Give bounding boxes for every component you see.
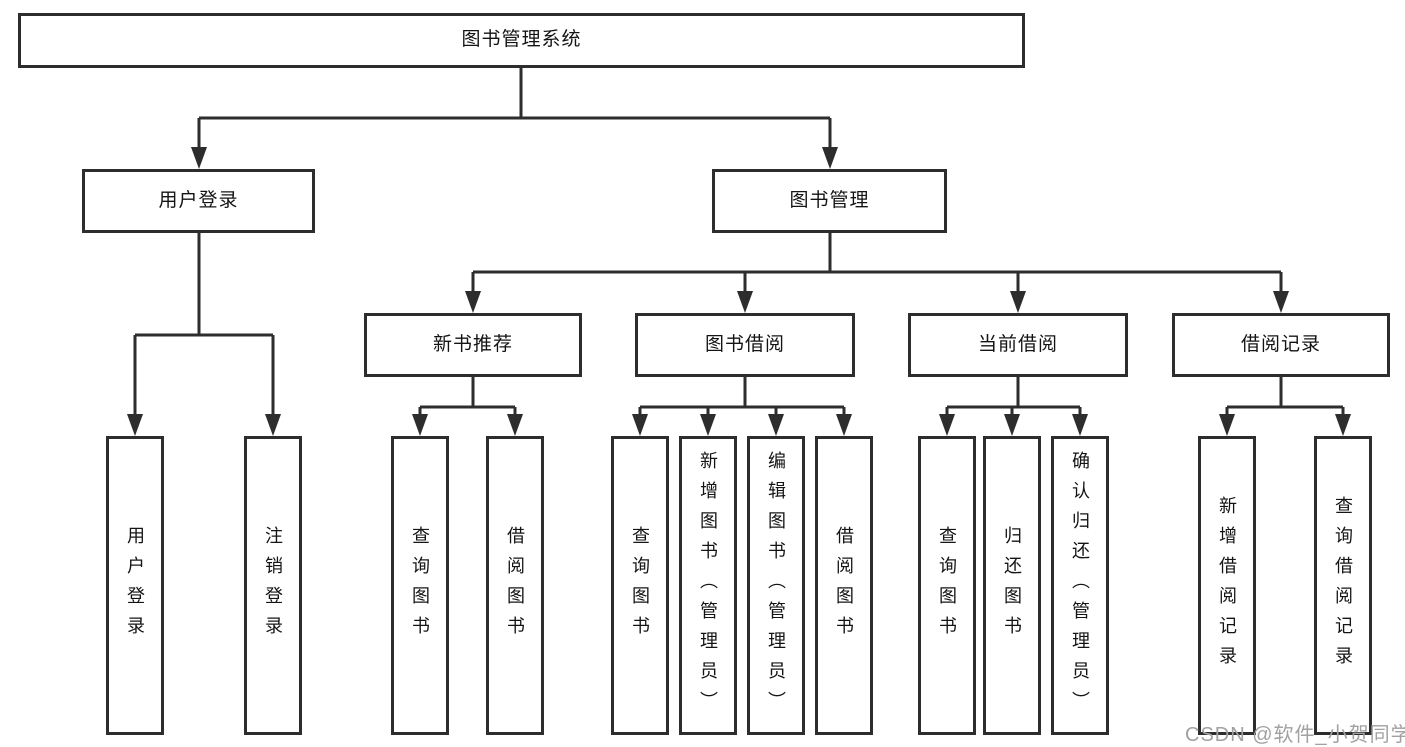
node-book-borrowing: 图书借阅 — [635, 313, 855, 377]
leaf-borrow-books-borrowing: 借阅图书 — [815, 436, 873, 735]
node-borrowing-records: 借阅记录 — [1172, 313, 1390, 377]
leaf-query-books-borrowing: 查询图书 — [611, 436, 669, 735]
node-library-management-system: 图书管理系统 — [18, 13, 1025, 68]
node-user-login: 用户登录 — [82, 169, 315, 233]
leaf-add-book-admin: 新增图书（管理员） — [679, 436, 737, 735]
node-new-book-recommend: 新书推荐 — [364, 313, 582, 377]
node-book-management: 图书管理 — [712, 169, 947, 233]
leaf-confirm-return-admin: 确认归还（管理员） — [1051, 436, 1109, 735]
leaf-edit-book-admin: 编辑图书（管理员） — [747, 436, 805, 735]
leaf-query-books-current: 查询图书 — [918, 436, 976, 735]
leaf-logout: 注销登录 — [244, 436, 302, 735]
arrowheads — [127, 147, 1351, 436]
leaf-return-books: 归还图书 — [983, 436, 1041, 735]
leaf-query-borrow-record: 查询借阅记录 — [1314, 436, 1372, 735]
leaf-add-borrow-record: 新增借阅记录 — [1198, 436, 1256, 735]
leaf-borrow-books-recommend: 借阅图书 — [486, 436, 544, 735]
leaf-user-login: 用户登录 — [106, 436, 164, 735]
csdn-watermark: CSDN @软件_小贺同学 — [1185, 724, 1405, 746]
node-current-borrowing: 当前借阅 — [908, 313, 1128, 377]
leaf-query-books-recommend: 查询图书 — [391, 436, 449, 735]
